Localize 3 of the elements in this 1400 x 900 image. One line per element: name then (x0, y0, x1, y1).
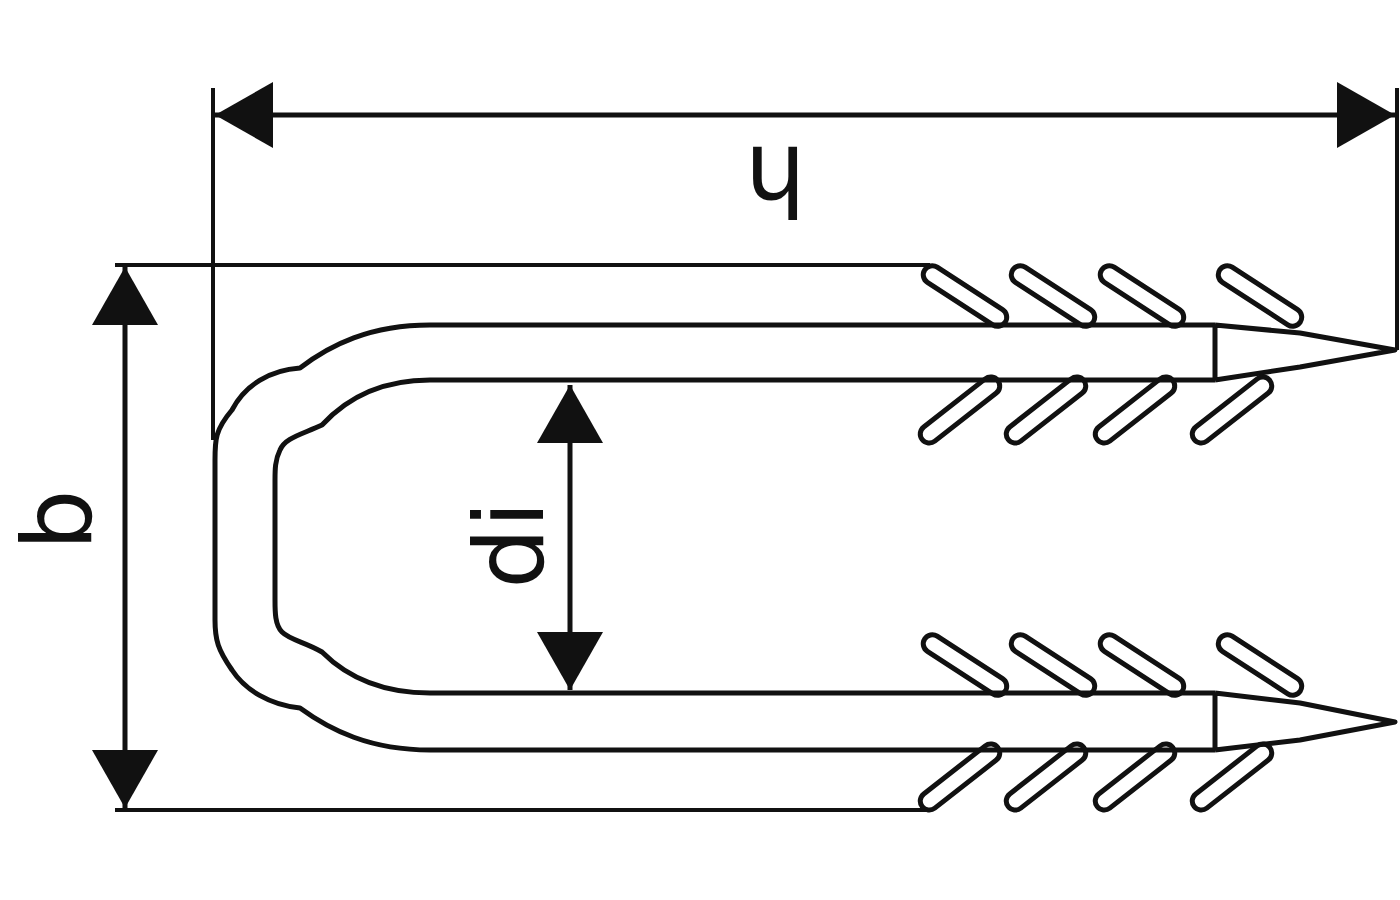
dimension-label: h (744, 132, 806, 228)
dimension-label: di (461, 501, 558, 589)
dimension-label: b (9, 489, 106, 551)
